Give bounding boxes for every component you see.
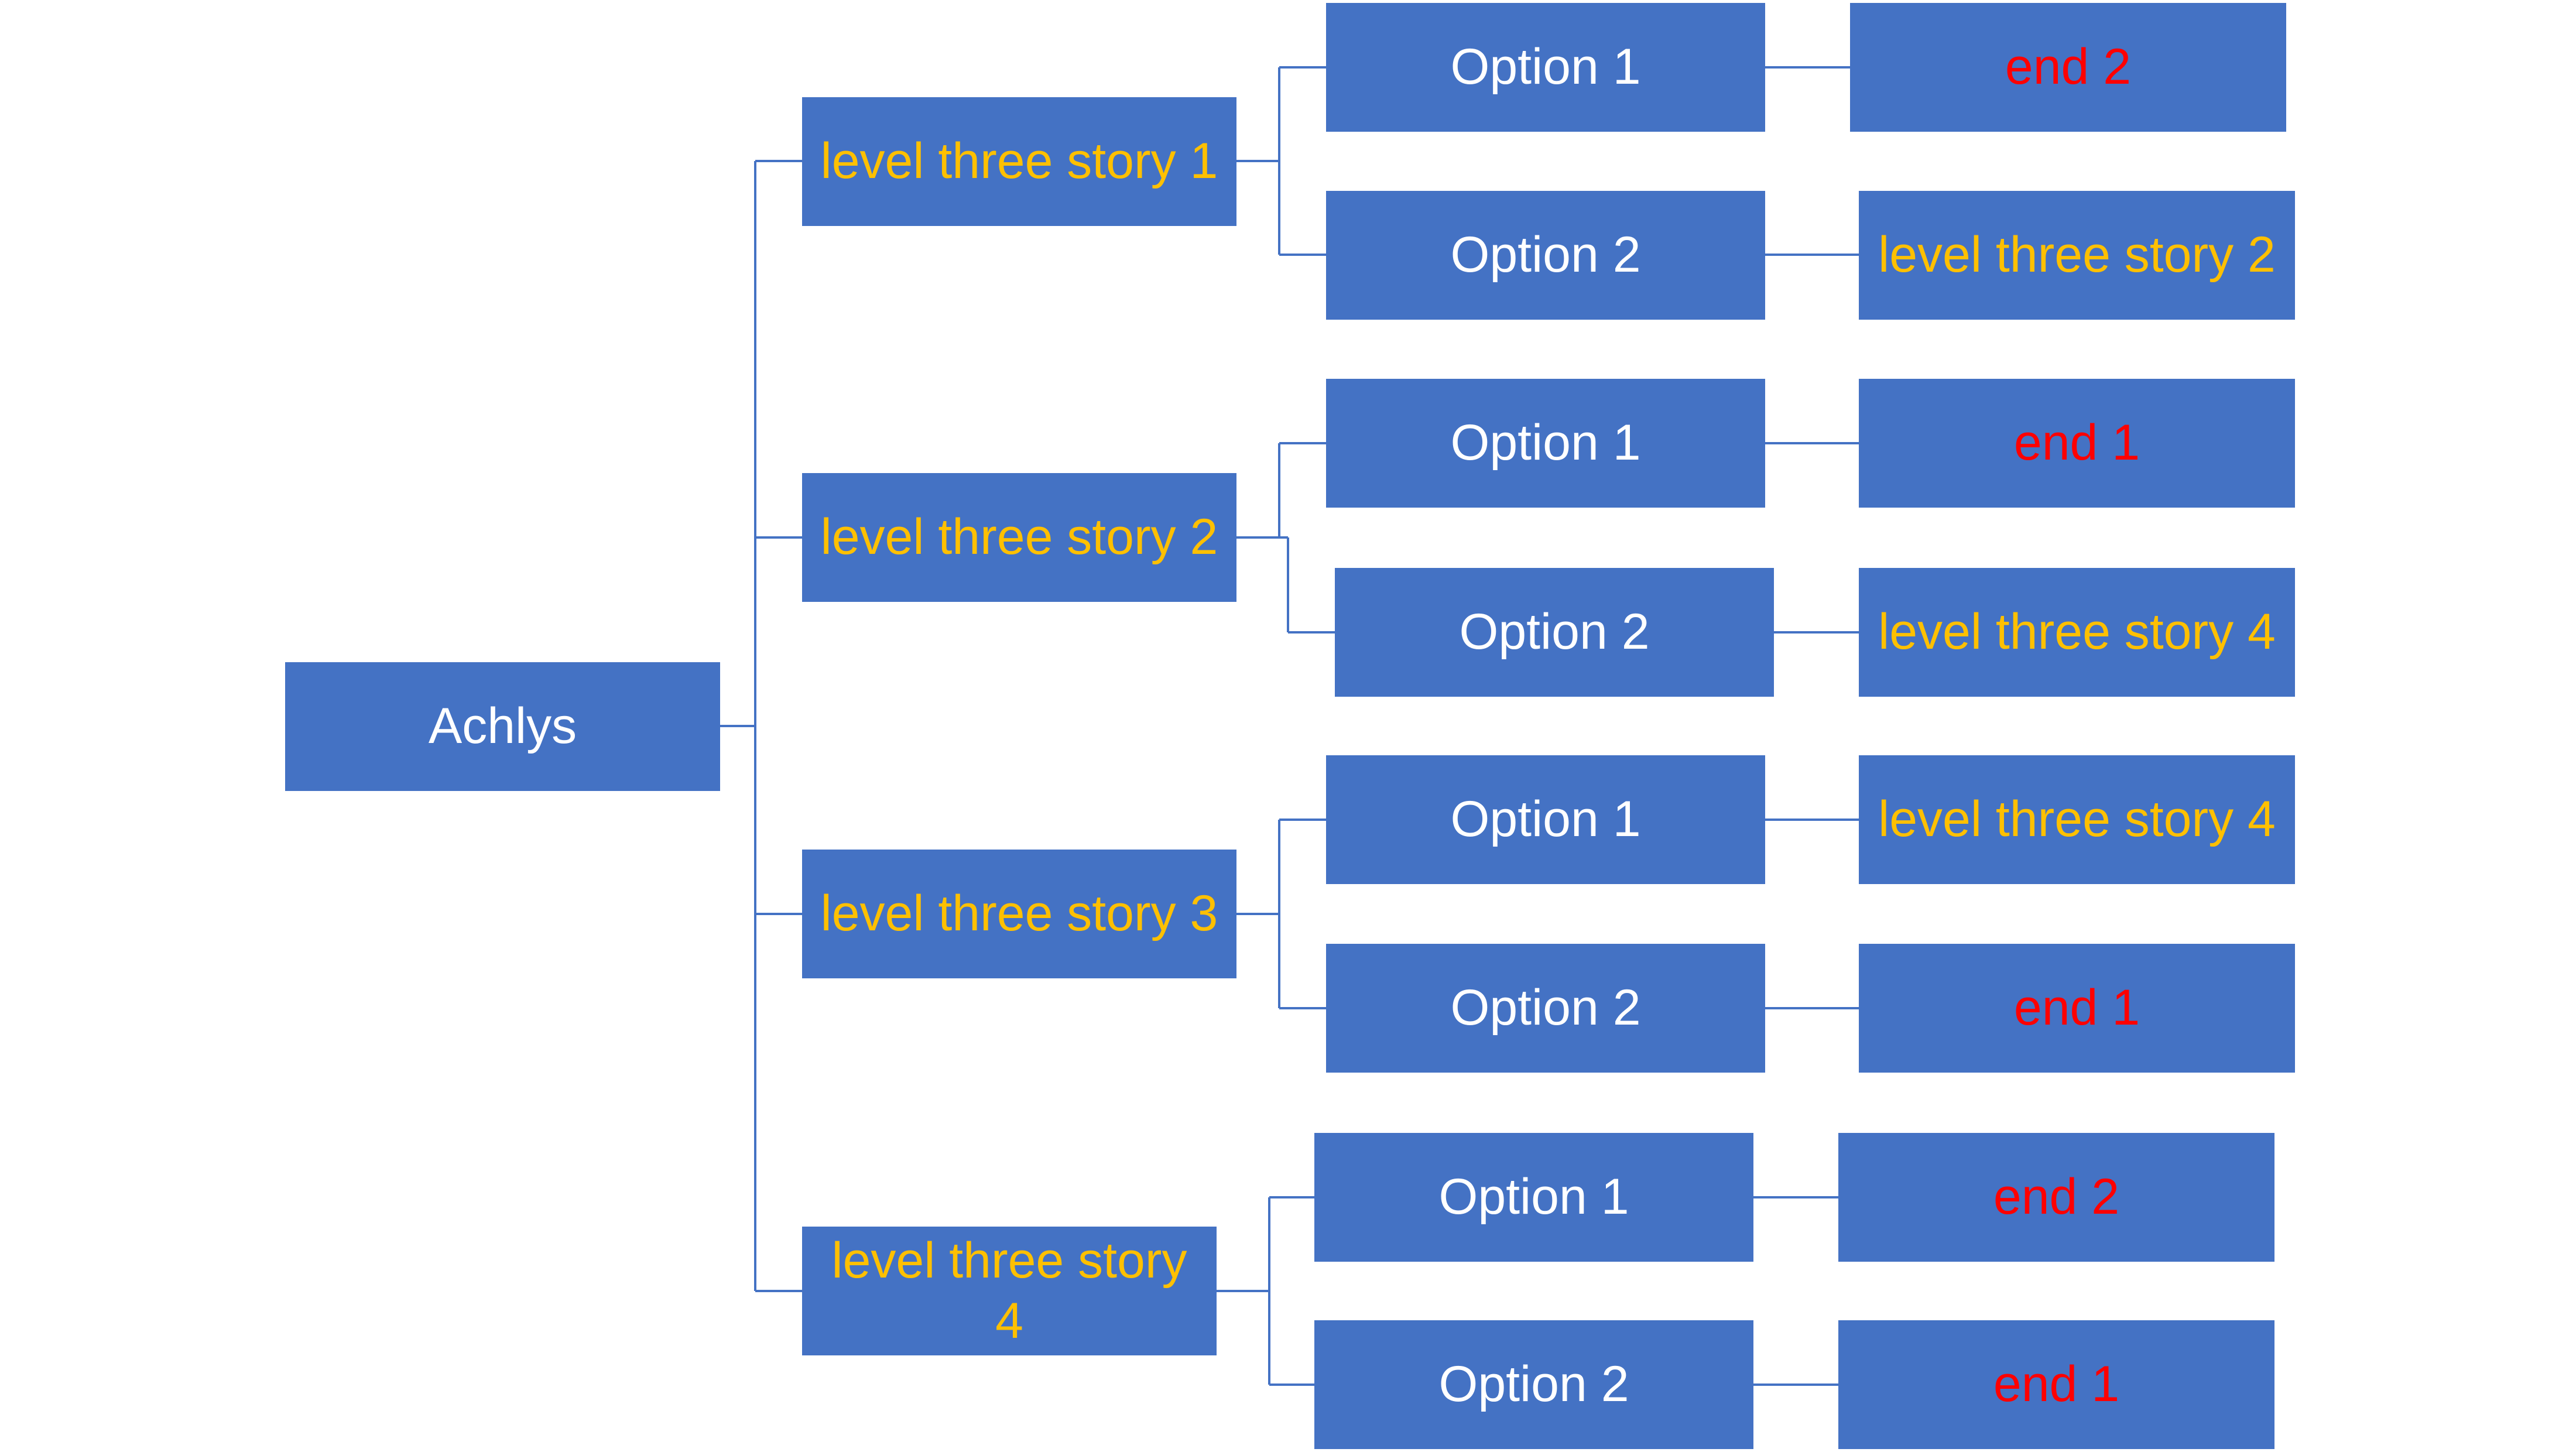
outcome-node-s1-2: level three story 2 xyxy=(1859,191,2295,320)
story-node-4: level three story 4 xyxy=(802,1227,1217,1355)
outcome-node-s3-1: level three story 4 xyxy=(1859,755,2295,884)
option-node-s4-2: Option 2 xyxy=(1314,1320,1753,1449)
outcome-node-s3-2: end 1 xyxy=(1859,944,2295,1073)
option-node-s1-2: Option 2 xyxy=(1326,191,1765,320)
outcome-node-s4-1: end 2 xyxy=(1838,1133,2274,1262)
option-node-s4-1: Option 1 xyxy=(1314,1133,1753,1262)
option-node-s2-2: Option 2 xyxy=(1335,568,1774,697)
outcome-node-s2-1: end 1 xyxy=(1859,379,2295,508)
outcome-node-s4-2: end 1 xyxy=(1838,1320,2274,1449)
root-node: Achlys xyxy=(285,662,720,791)
story-node-1: level three story 1 xyxy=(802,97,1236,226)
outcome-node-s2-2: level three story 4 xyxy=(1859,568,2295,697)
option-node-s2-1: Option 1 xyxy=(1326,379,1765,508)
outcome-node-s1-1: end 2 xyxy=(1850,3,2286,132)
option-node-s3-1: Option 1 xyxy=(1326,755,1765,884)
story-node-2: level three story 2 xyxy=(802,473,1236,602)
story-node-3: level three story 3 xyxy=(802,850,1236,978)
option-node-s1-1: Option 1 xyxy=(1326,3,1765,132)
option-node-s3-2: Option 2 xyxy=(1326,944,1765,1073)
